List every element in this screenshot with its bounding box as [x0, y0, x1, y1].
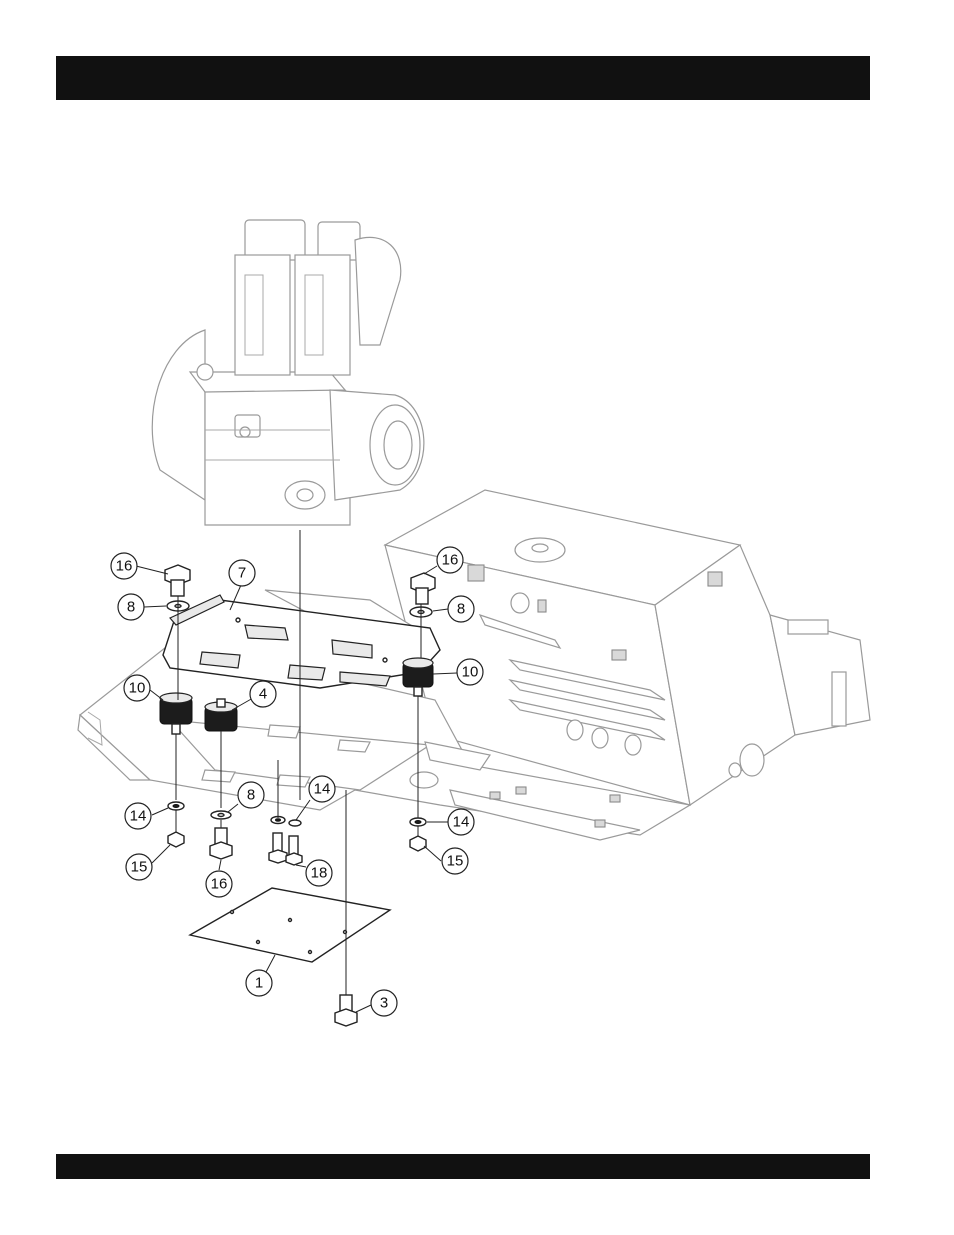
svg-text:14: 14 [130, 808, 147, 825]
callout-8: 8 [238, 782, 264, 808]
svg-text:18: 18 [311, 865, 328, 882]
rubber-mount-center [205, 699, 237, 731]
svg-text:10: 10 [129, 680, 146, 697]
svg-text:14: 14 [314, 781, 331, 798]
callout-16: 16 [111, 553, 137, 579]
washer-8-bottom [211, 811, 231, 819]
bolt-3 [335, 995, 357, 1026]
callout-16: 16 [437, 547, 463, 573]
svg-text:1: 1 [255, 975, 263, 992]
svg-text:7: 7 [238, 565, 246, 582]
callout-18: 18 [306, 860, 332, 886]
callout-14: 14 [309, 776, 335, 802]
svg-text:15: 15 [131, 859, 148, 876]
svg-text:16: 16 [211, 876, 228, 893]
svg-text:8: 8 [247, 787, 255, 804]
nut-15-right [410, 836, 426, 851]
svg-text:4: 4 [259, 686, 267, 703]
washer-14-right [410, 818, 426, 826]
washer-14-center [271, 817, 301, 827]
callout-14: 14 [125, 803, 151, 829]
svg-text:8: 8 [127, 599, 135, 616]
callout-16: 16 [206, 871, 232, 897]
engine-outline [152, 220, 424, 525]
bolt-16-top-left [165, 565, 190, 596]
callout-3: 3 [371, 990, 397, 1016]
callout-4: 4 [250, 681, 276, 707]
svg-text:16: 16 [442, 552, 459, 569]
callout-7: 7 [229, 560, 255, 586]
callout-15: 15 [126, 854, 152, 880]
callout-10: 10 [457, 659, 483, 685]
svg-text:3: 3 [380, 995, 388, 1012]
callout-14: 14 [448, 809, 474, 835]
svg-text:8: 8 [457, 601, 465, 618]
callout-1: 1 [246, 970, 272, 996]
bolt-16-bottom [210, 828, 232, 859]
svg-text:10: 10 [462, 664, 479, 681]
washer-14-left [168, 802, 184, 810]
bottom-cover-plate [190, 888, 390, 962]
nut-15-left [168, 832, 184, 847]
callout-15: 15 [442, 848, 468, 874]
svg-text:15: 15 [447, 853, 464, 870]
svg-text:16: 16 [116, 558, 133, 575]
bolt-18-pair [269, 833, 302, 865]
svg-text:14: 14 [453, 814, 470, 831]
callout-10: 10 [124, 675, 150, 701]
callout-8: 8 [118, 594, 144, 620]
callout-8: 8 [448, 596, 474, 622]
